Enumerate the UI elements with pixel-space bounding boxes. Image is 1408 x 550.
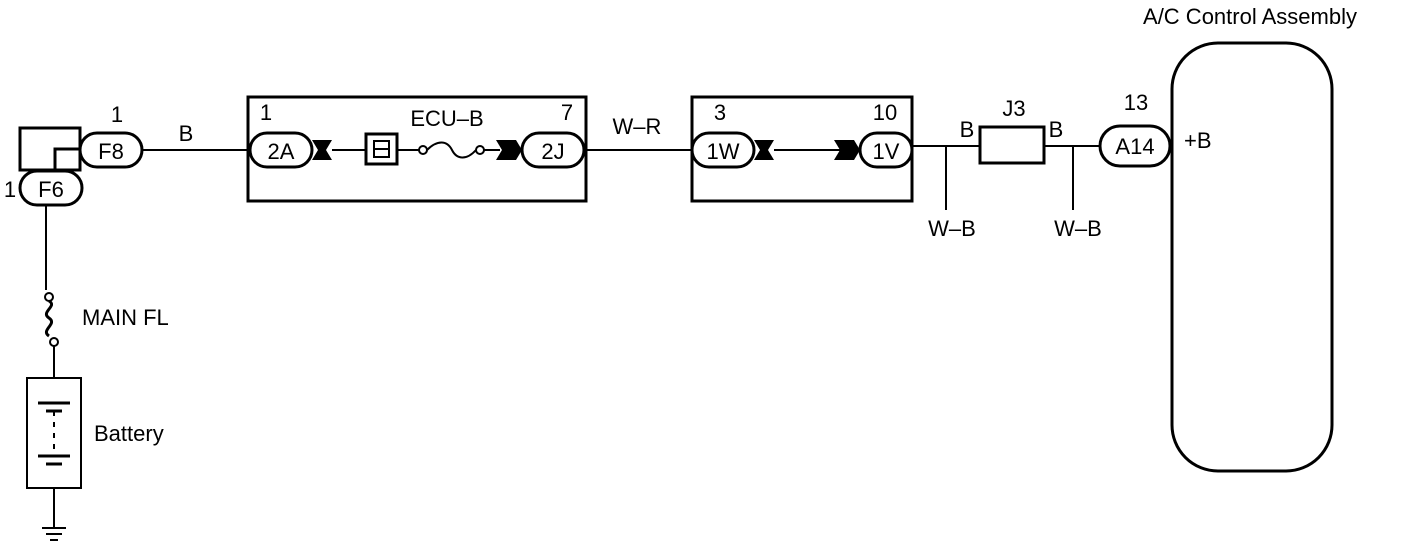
connector-1v <box>858 131 914 169</box>
connector-2j-pin: 7 <box>561 100 573 125</box>
junction-block-ecu-b: 2A 1 ECU–B 2J 7 <box>246 95 588 203</box>
battery-symbol: Battery <box>26 377 164 489</box>
connector-1v-chevron <box>834 140 860 160</box>
connector-2a-chevron <box>312 140 332 160</box>
connector-a14: A14 13 <box>1098 90 1172 168</box>
wire-label-1v-j3: B <box>960 117 975 142</box>
wire-label-j3-a14: B <box>1049 117 1064 142</box>
fuse-ecu-b-label: ECU–B <box>410 106 483 131</box>
connector-1w-pin: 3 <box>714 100 726 125</box>
junction-connector-j3: J3 <box>978 96 1046 165</box>
junction-block-symbol <box>18 126 82 172</box>
connector-1w <box>690 131 756 169</box>
connector-f6-pin: 1 <box>4 177 16 202</box>
battery-label: Battery <box>94 421 164 446</box>
connector-1v-pin: 10 <box>873 100 897 125</box>
fusible-link-main-fl: MAIN FL <box>44 292 169 378</box>
ground-label-2: W–B <box>1054 216 1102 241</box>
connector-2a-label: 2A <box>268 139 295 164</box>
connector-1v-label: 1V <box>873 139 900 164</box>
connector-f6-label: F6 <box>38 177 64 202</box>
connector-2j-label: 2J <box>541 139 564 164</box>
connector-2a <box>248 131 314 169</box>
junction-block-2: 1W 3 1V 10 <box>690 95 914 203</box>
fuse-ecu-b-icon <box>426 141 477 159</box>
connector-2j-chevron <box>496 140 522 160</box>
connector-a14-label: A14 <box>1115 134 1154 159</box>
terminal-plus-b-label: +B <box>1184 128 1212 153</box>
connector-a14-pin: 13 <box>1124 90 1148 115</box>
connector-1w-label: 1W <box>707 139 740 164</box>
component-title: A/C Control Assembly <box>1143 4 1357 29</box>
ground-symbol <box>42 488 66 541</box>
ac-control-assembly: +B A/C Control Assembly <box>1143 4 1357 473</box>
ground-label-1: W–B <box>928 216 976 241</box>
fusible-link-label: MAIN FL <box>82 305 169 330</box>
connector-2a-pin: 1 <box>260 100 272 125</box>
fuse-terminal-left <box>418 145 428 155</box>
connector-f8-label: F8 <box>98 139 124 164</box>
connector-1w-chevron <box>754 140 774 160</box>
connector-f8-pin: 1 <box>111 102 123 127</box>
connector-f8: F8 1 <box>78 102 144 169</box>
junction-j3-label: J3 <box>1002 96 1025 121</box>
fuse-terminal-right <box>475 145 485 155</box>
wire-label-f8-2a: B <box>179 121 194 146</box>
wire-label-2j-1w: W–R <box>613 114 662 139</box>
connector-f6: F6 1 <box>4 169 84 207</box>
